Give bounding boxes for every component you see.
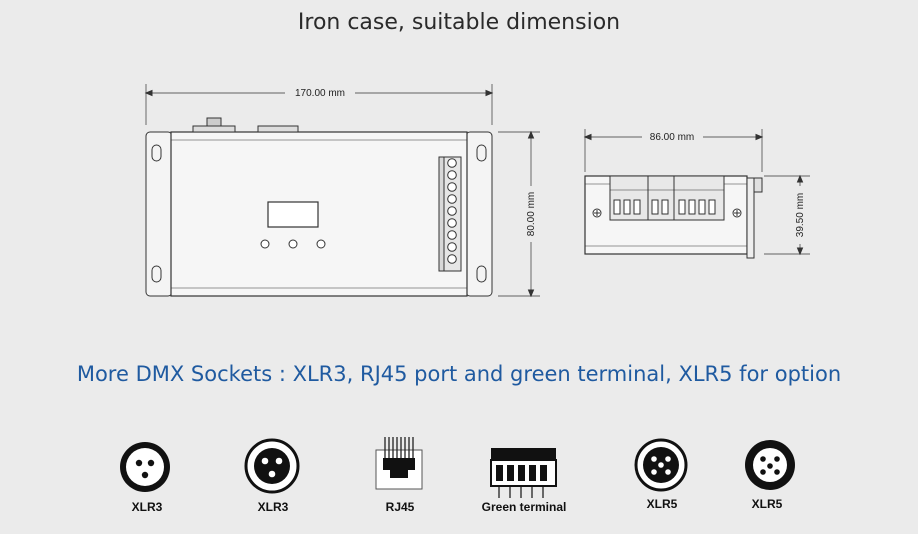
socket-label-xlr5: XLR5 — [751, 497, 783, 511]
main-housing — [145, 117, 493, 297]
terminal-screws — [447, 158, 457, 264]
socket-label-xlr3: XLR3 — [131, 500, 163, 514]
green-terminal-icon — [490, 448, 557, 498]
xlr3-socket-icon — [244, 438, 300, 494]
depth-dimension: 86.00 mm — [650, 132, 694, 143]
side-housing — [584, 175, 763, 259]
rj45-port-icon — [375, 437, 423, 490]
socket-label-xlr3: XLR3 — [257, 500, 289, 514]
side-height-dimension: 39.50 mm — [795, 193, 806, 237]
width-dimension: 170.00 mm — [295, 88, 345, 99]
socket-label-green-terminal: Green terminal — [481, 500, 567, 514]
height-dimension: 80.00 mm — [526, 192, 537, 236]
socket-label-rj45: RJ45 — [385, 500, 415, 514]
xlr5-socket-icon — [634, 438, 688, 492]
socket-label-xlr5: XLR5 — [646, 497, 678, 511]
sockets-heading: More DMX Sockets : XLR3, RJ45 port and g… — [76, 362, 842, 386]
xlr5-socket-icon — [745, 440, 795, 490]
xlr3-socket-icon — [120, 442, 170, 492]
page-title: Iron case, suitable dimension — [297, 10, 621, 35]
